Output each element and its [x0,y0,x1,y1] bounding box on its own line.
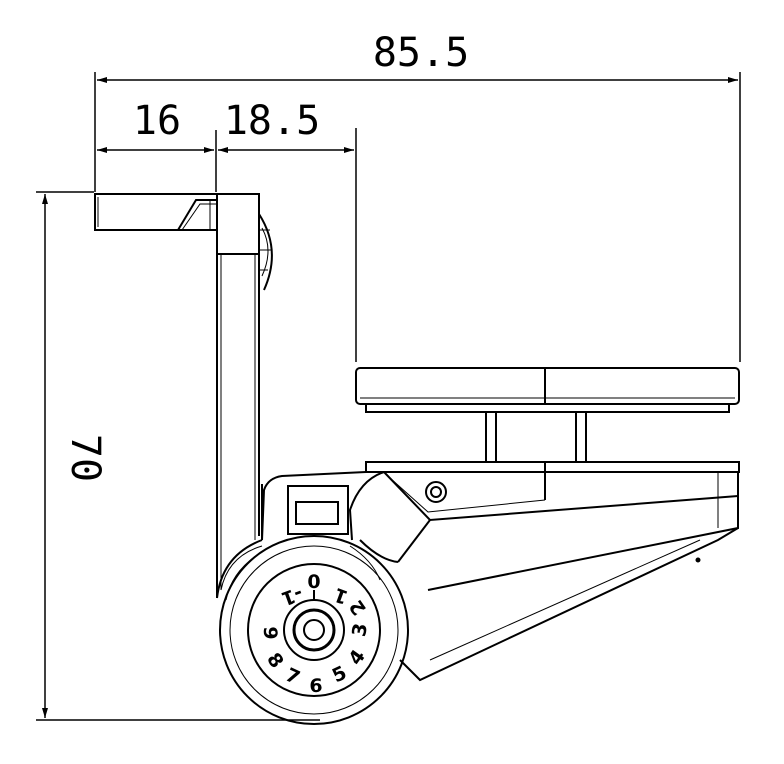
dial-label-neg1: -1 [278,582,305,610]
dimension-offset-width [218,128,357,362]
top-plate [355,367,740,413]
dimension-label-offset-width: 18.5 [224,98,320,144]
dial-label-6: 6 [309,675,322,697]
dial-label-7: 7 [282,664,303,690]
dial-numbers: 0 -1 1 2 3 4 5 6 7 8 9 [259,571,372,697]
dimension-label-overall-height: 70 [62,434,108,482]
dial-label-2: 2 [345,596,371,619]
dimension-label-handle-width: 16 [133,98,181,144]
top-handle [94,193,218,231]
dial-label-5: 5 [329,662,350,688]
dimension-overall-height [36,191,320,721]
dial-label-8: 8 [262,649,288,672]
body-housing [261,461,740,682]
dimension-label-overall-width: 85.5 [373,30,469,76]
dial-label-3: 3 [348,622,372,639]
dial-assembly [219,535,409,725]
dimension-handle-width [97,130,217,192]
vertical-arm [216,193,273,599]
dial-label-9: 9 [259,626,281,639]
dial-label-4: 4 [344,646,370,669]
dial-label-1: 1 [331,583,351,608]
support-posts [485,411,587,463]
dimension-overall-width [94,72,741,362]
dial-label-0: 0 [307,571,320,593]
